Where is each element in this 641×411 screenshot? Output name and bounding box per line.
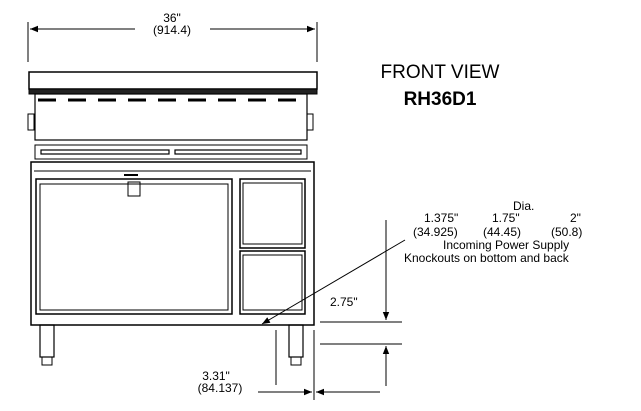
lower-cabinet bbox=[30, 161, 315, 326]
knockout-size-1-mm: (34.925) bbox=[413, 225, 458, 239]
knockout-size-1-in: 1.375" bbox=[424, 211, 459, 225]
upper-compartment bbox=[27, 93, 314, 141]
knockout-size-2-in: 1.75" bbox=[492, 211, 520, 225]
height-dimension bbox=[320, 220, 402, 386]
knockout-size-2-mm: (44.45) bbox=[483, 225, 522, 239]
knockout-caption-line2: Knockouts on bottom and back bbox=[404, 251, 569, 265]
knockout-leader-line bbox=[261, 239, 406, 325]
vent-strip bbox=[34, 144, 308, 160]
width-dimension bbox=[27, 22, 318, 62]
knockout-size-3-in: 2" bbox=[570, 211, 581, 225]
offset-label-in: 3.31" bbox=[202, 369, 230, 383]
width-label-mm: (914.4) bbox=[152, 23, 192, 37]
offset-label-mm: (84.137) bbox=[197, 381, 243, 395]
legs bbox=[39, 324, 304, 366]
knockout-caption-line1: Incoming Power Supply bbox=[443, 238, 570, 252]
height-label: 2.75" bbox=[330, 295, 358, 309]
top-cover bbox=[28, 71, 318, 95]
offset-dimension bbox=[258, 330, 380, 400]
model-number: RH36D1 bbox=[403, 89, 477, 110]
main-door bbox=[35, 174, 233, 315]
view-title: FRONT VIEW bbox=[380, 62, 500, 83]
width-label-in: 36" bbox=[163, 11, 181, 25]
knockout-dia-heading: Dia. bbox=[513, 199, 535, 213]
drawers bbox=[239, 178, 306, 315]
knockout-size-3-mm: (50.8) bbox=[551, 225, 583, 239]
